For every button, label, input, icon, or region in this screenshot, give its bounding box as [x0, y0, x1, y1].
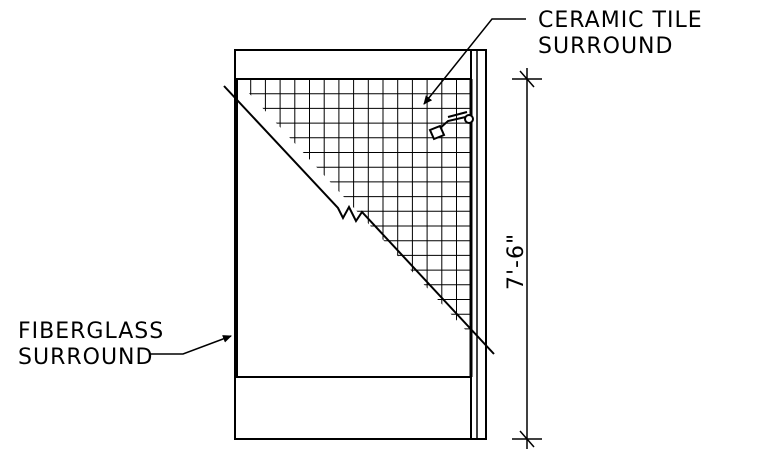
dimension-line — [512, 68, 542, 449]
ceramic-leader — [423, 18, 526, 105]
fiberglass-label-line2: SURROUND — [18, 345, 153, 370]
ceramic-tile-grid — [236, 79, 471, 336]
ceramic-label-line2: SURROUND — [538, 34, 673, 59]
shower-head-icon — [428, 111, 474, 141]
fiberglass-leader — [150, 335, 232, 355]
dimension-label: 7'-6" — [504, 233, 529, 290]
fiberglass-label-line1: FIBERGLASS — [18, 319, 164, 344]
break-line — [223, 85, 495, 355]
ceramic-label-line1: CERAMIC TILE — [538, 8, 703, 33]
